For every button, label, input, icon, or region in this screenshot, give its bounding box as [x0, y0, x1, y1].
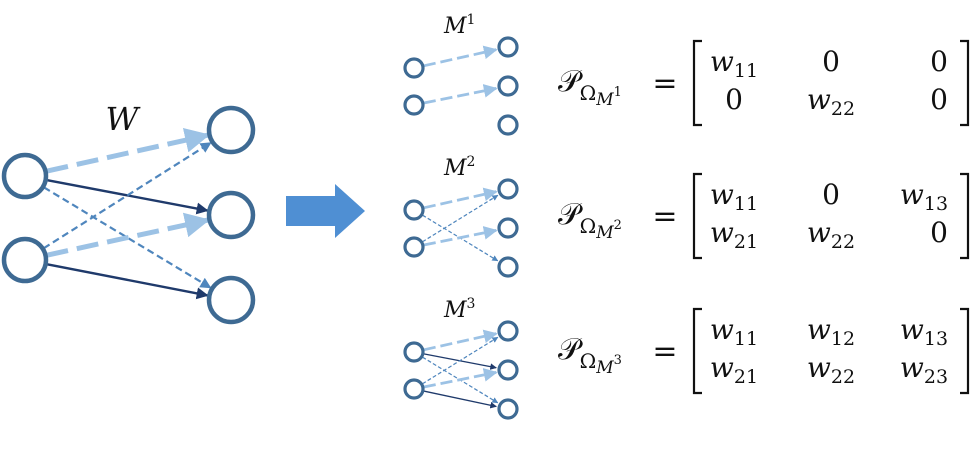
- main-output-node: [206, 105, 256, 155]
- main-input-node: [1, 152, 49, 200]
- matrix-cell: w21: [710, 216, 758, 253]
- mask-label: M3: [443, 296, 475, 323]
- matrix-cell: 0: [822, 45, 840, 78]
- mask-network: M1: [403, 12, 519, 136]
- mask-edge-light-dashed: [423, 226, 498, 247]
- formula-equals: =: [652, 199, 677, 234]
- mask-output-node: [497, 320, 519, 342]
- main-input-node: [1, 236, 49, 284]
- transition-arrow: [286, 184, 365, 238]
- matrix-cell: w21: [710, 351, 758, 388]
- matrix-cell: w11: [710, 178, 758, 215]
- mask-input-node: [403, 341, 425, 363]
- formula-lhs: 𝒫ΩM2: [558, 197, 622, 243]
- matrix-left-bracket: [692, 172, 702, 260]
- mask-output-node: [497, 398, 519, 420]
- main-output-node: [206, 275, 256, 325]
- matrix-cell: w22: [807, 83, 855, 120]
- matrix-right-bracket: [960, 307, 970, 395]
- mask-input-node: [403, 199, 425, 221]
- formula-equals: =: [652, 334, 677, 369]
- transition-arrow-shape: [286, 184, 365, 238]
- mask-edge-light-dashed: [423, 329, 498, 352]
- mask-input-node: [403, 94, 425, 116]
- mask-input-node: [403, 57, 425, 79]
- main-output-node: [206, 190, 256, 240]
- matrix-cell: w22: [807, 351, 855, 388]
- mask-formula: 𝒫ΩM3 = w11 w12 w13 w21 w22 w23: [558, 307, 970, 395]
- mask-output-node: [497, 256, 519, 278]
- mask-output-node: [497, 36, 519, 58]
- mask-output-node: [497, 359, 519, 381]
- main-edge-light-dashed: [45, 127, 211, 174]
- matrix-cell: w11: [710, 313, 758, 350]
- matrix-cell: 0: [725, 83, 743, 116]
- matrix-cell: 0: [930, 216, 948, 249]
- mask-edge-light-dashed: [423, 368, 498, 389]
- mask-label: M2: [443, 154, 475, 181]
- matrix-cell: w13: [900, 178, 948, 215]
- mask-edge-mid-dashed: [422, 336, 499, 385]
- formula-equals: =: [652, 66, 677, 101]
- mask-edge-mid-dashed: [422, 194, 499, 243]
- matrix-cell: 0: [930, 83, 948, 116]
- main-network: W: [1, 100, 256, 325]
- mask-network: M2: [403, 154, 519, 278]
- matrix-cell: w13: [900, 313, 948, 350]
- matrix-cell: w12: [807, 313, 855, 350]
- main-weight-label: W: [106, 100, 142, 138]
- main-edge-light-dashed: [45, 212, 210, 258]
- matrix-cell: w22: [807, 216, 855, 253]
- mask-edge-light-dashed: [423, 84, 498, 105]
- matrix-right-bracket: [960, 172, 970, 260]
- mask-output-node: [497, 178, 519, 200]
- matrix-cell: 0: [930, 45, 948, 78]
- matrix-right-bracket: [960, 39, 970, 127]
- mask-output-node: [497, 217, 519, 239]
- main-edge-dark-solid: [46, 178, 209, 215]
- matrix-left-bracket: [692, 307, 702, 395]
- mask-label: M1: [443, 12, 475, 39]
- mask-output-node: [497, 114, 519, 136]
- mask-edge-light-dashed: [423, 187, 498, 210]
- formula-lhs: 𝒫ΩM1: [558, 64, 622, 110]
- mask-network: M3: [403, 296, 519, 420]
- matrix-cell: w23: [900, 351, 948, 388]
- mask-edge-dark-solid: [423, 390, 497, 409]
- mask-input-node: [403, 236, 425, 258]
- mask-input-node: [403, 378, 425, 400]
- matrix-left-bracket: [692, 39, 702, 127]
- main-edge-dark-solid: [46, 263, 209, 300]
- mask-edge-light-dashed: [423, 45, 498, 68]
- formula-lhs: 𝒫ΩM3: [558, 332, 622, 378]
- matrix-cell: w11: [710, 45, 758, 82]
- matrix-cell: 0: [822, 178, 840, 211]
- mask-output-node: [497, 75, 519, 97]
